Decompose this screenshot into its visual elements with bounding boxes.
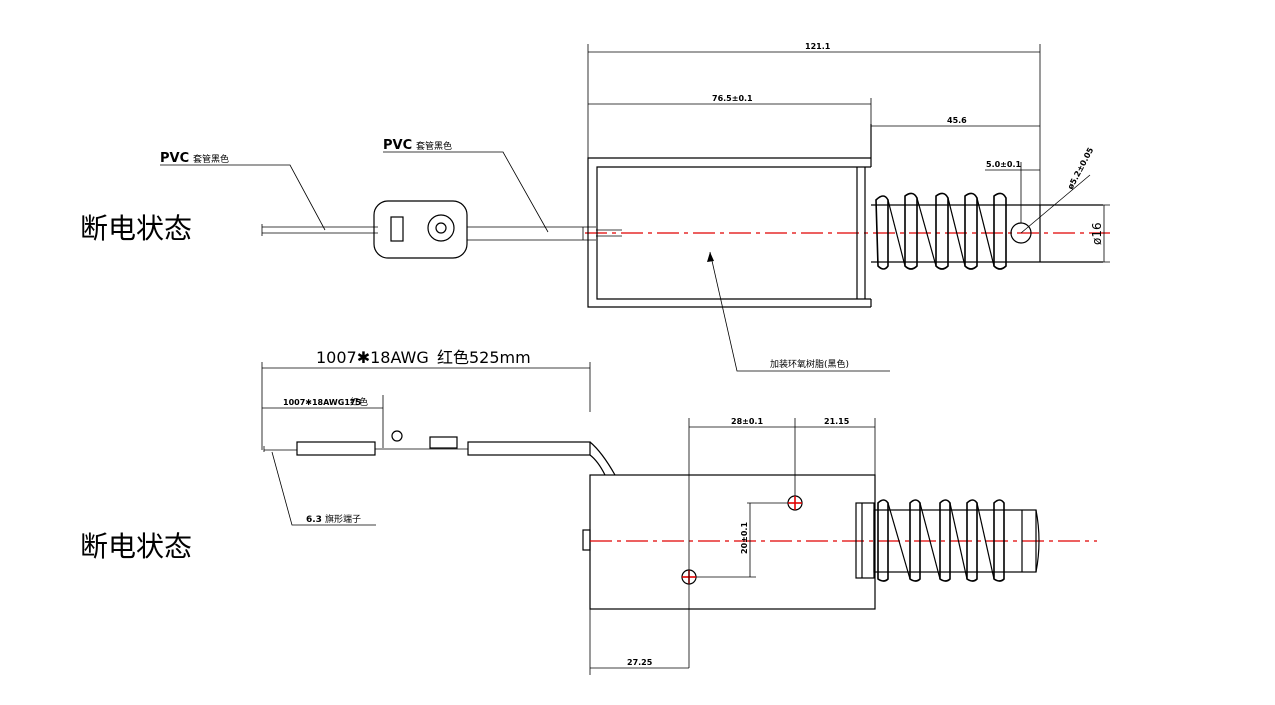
bottom-body-tab (582, 529, 591, 551)
top-view: 121.1 76.5±0.1 45.6 5.0±0.1 ø5.2±0.05 ø1… (160, 42, 1110, 372)
dim-body-length: 76.5±0.1 (712, 94, 753, 103)
state-label-top: 断电状态 (80, 212, 192, 245)
sleeve-left (296, 441, 376, 456)
sleeve-right (467, 441, 591, 456)
wire-short-length-suffix: 红色 (350, 396, 368, 408)
dim-plunger-length: 45.6 (947, 116, 967, 125)
pvc-right-prefix: PVC (383, 138, 412, 153)
inline-connector (373, 200, 468, 259)
dim-hole-spacing-y: 20±0.1 (740, 522, 749, 554)
connector-ring-inner (435, 222, 447, 234)
dim-plunger-diameter: ø16 (1090, 222, 1104, 245)
dim-hole-to-end: 21.15 (824, 417, 850, 426)
connector-ring-outer (427, 214, 455, 242)
bottom-view: 1007✱18AWG 红色525mm 1007✱18AWG175 红色 6.3 … (261, 348, 1097, 675)
dim-hole-offset: 5.0±0.1 (986, 160, 1021, 169)
spring-bottom (877, 499, 1005, 582)
dim-hole-diameter: ø5.2±0.05 (1066, 146, 1096, 191)
state-label-bottom: 断电状态 (80, 530, 192, 563)
pvc-left-prefix: PVC (160, 151, 189, 166)
epoxy-callout: 加装环氧树脂(黑色) (770, 358, 849, 370)
bottom-body (589, 474, 876, 610)
wire-total-length-suffix: 红色525mm (437, 348, 531, 367)
switch-body (429, 436, 458, 449)
dim-hole-spacing-x: 28±0.1 (731, 417, 763, 426)
switch-button (391, 430, 403, 442)
frame-inner (596, 166, 871, 300)
dim-overall-length: 121.1 (805, 42, 831, 51)
wire-total-length-main: 1007✱18AWG (316, 348, 429, 367)
pvc-right-text: 套管黑色 (416, 140, 452, 152)
dim-hole-from-back: 27.25 (627, 658, 653, 667)
bottom-plunger (873, 509, 1037, 573)
connector-slot (390, 216, 404, 242)
terminal-num: 6.3 (306, 515, 322, 525)
frame-outer (587, 157, 871, 308)
pvc-left-text: 套管黑色 (193, 153, 229, 165)
wire-short-length-main: 1007✱18AWG175 (283, 398, 361, 407)
terminal-text: 旗形端子 (325, 513, 361, 525)
spring-top (875, 192, 1007, 270)
